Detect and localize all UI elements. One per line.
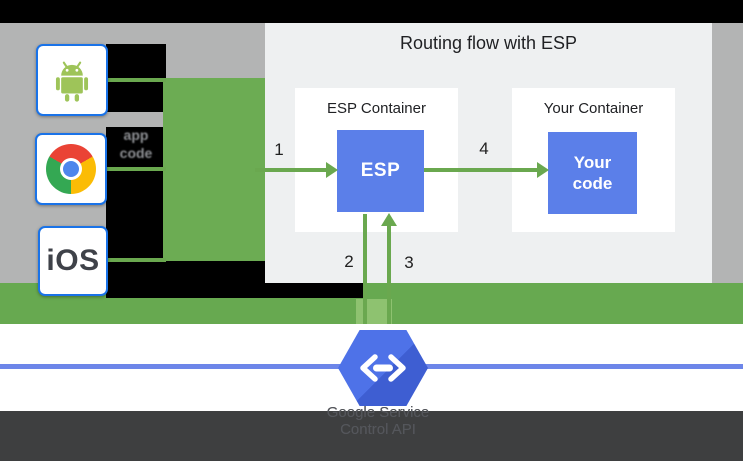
service-label-line1: Google Service (326, 404, 430, 421)
arrow-2-line (363, 214, 367, 324)
your-code-box: Your code (548, 132, 637, 214)
ios-connector-line (106, 258, 166, 262)
android-icon (55, 61, 89, 102)
ghost-note-line2: code (119, 145, 153, 161)
chrome-connector-line (106, 167, 166, 171)
android-client-tile (36, 44, 108, 116)
chrome-client-tile (35, 133, 107, 205)
android-connector-line (106, 78, 166, 82)
your-container-title: Your Container (543, 100, 644, 117)
diagram-title: Routing flow with ESP (399, 33, 578, 53)
chrome-icon (46, 144, 96, 194)
cloud-endpoints-hexagon-icon (338, 330, 428, 406)
step-label-1: 1 (274, 140, 284, 159)
arrow-4-head-icon (537, 162, 549, 178)
ios-label: iOS (46, 244, 100, 277)
your-code-line1: Your (573, 153, 612, 172)
background-hole-bottom-left (106, 261, 265, 283)
step-label-3: 3 (404, 253, 414, 272)
ghost-note: app code (106, 126, 166, 162)
ios-client-tile: iOS (38, 226, 108, 296)
service-label-overlay: Google Service Control API (326, 404, 430, 438)
arrow-3-line (387, 226, 391, 324)
step-label-4: 4 (479, 139, 489, 158)
band-connector-node (356, 299, 392, 324)
esp-container-title: ESP Container (327, 100, 426, 117)
arrow-1-head-icon (326, 162, 338, 178)
step-label-2: 2 (344, 252, 354, 271)
green-routing-bar (163, 78, 265, 261)
background-hole-band (106, 283, 367, 298)
top-black-bar (0, 0, 743, 23)
background-hole-lower (106, 127, 166, 262)
ghost-note-line1: app (123, 127, 149, 143)
service-label-line2: Control API (340, 421, 416, 438)
arrow-3-head-icon (381, 213, 397, 226)
esp-box: ESP (337, 130, 424, 212)
arrow-1-line (255, 168, 326, 172)
your-code-line2: code (572, 174, 613, 193)
right-gray-band (712, 23, 743, 283)
service-label: Google Service Control API (288, 404, 468, 438)
code-arrows-icon (360, 354, 406, 382)
arrow-4-line (424, 168, 537, 172)
footer-dark-bar (0, 411, 743, 461)
